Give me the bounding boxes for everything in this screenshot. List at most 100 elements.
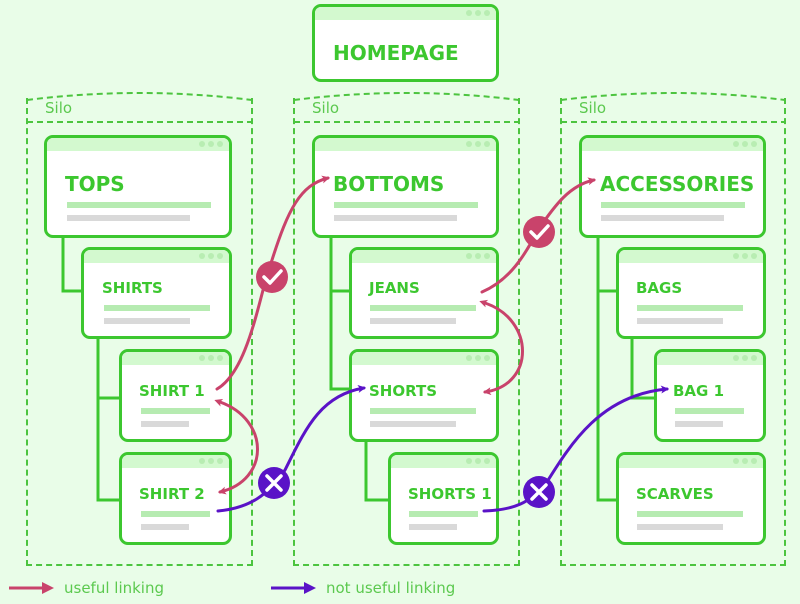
window-dots-icon	[466, 253, 490, 259]
silo-accessories-roof	[560, 92, 786, 101]
window-dots-icon	[466, 10, 490, 16]
category-card-bottoms: BOTTOMS	[312, 135, 499, 238]
check-icon	[523, 216, 555, 248]
window-dots-icon	[466, 458, 490, 464]
text-placeholder-line	[637, 511, 743, 517]
text-placeholder-line	[141, 408, 210, 414]
text-placeholder-line	[67, 202, 211, 208]
text-placeholder-line	[409, 524, 457, 530]
window-dots-icon	[199, 355, 223, 361]
connector-bottoms-shorts	[329, 291, 351, 391]
subcategory-card-shirts: SHIRTS	[81, 247, 232, 339]
page-card-shirt-2: SHIRT 2	[119, 452, 232, 545]
connector-tops-shirts	[61, 236, 83, 293]
window-bar	[619, 250, 763, 263]
text-placeholder-line	[370, 421, 456, 427]
page-card-shorts: SHORTS	[349, 349, 499, 442]
window-bar	[47, 138, 229, 151]
window-dots-icon	[733, 141, 757, 147]
category-card-accessories: ACCESSORIES	[579, 135, 766, 238]
link-shirt1-bottoms	[215, 175, 330, 391]
card-title: SHORTS	[369, 382, 438, 400]
text-placeholder-line	[601, 215, 724, 221]
text-placeholder-line	[370, 318, 456, 324]
window-bar	[352, 250, 496, 263]
window-bar	[315, 7, 496, 20]
window-bar	[582, 138, 763, 151]
silo-label: Silo	[579, 99, 607, 117]
card-title: BAG 1	[673, 382, 725, 400]
window-bar	[122, 352, 229, 365]
useful-arrow-icon	[9, 582, 54, 594]
x-icon	[258, 467, 290, 499]
silo-accessories	[560, 98, 786, 566]
window-dots-icon	[466, 141, 490, 147]
text-placeholder-line	[370, 408, 476, 414]
connector-accessories-scarves	[596, 291, 618, 502]
text-placeholder-line	[334, 202, 478, 208]
window-bar	[391, 455, 496, 468]
text-placeholder-line	[370, 305, 476, 311]
text-placeholder-line	[67, 215, 190, 221]
page-card-bag-1: BAG 1	[654, 349, 766, 442]
text-placeholder-line	[675, 408, 744, 414]
text-placeholder-line	[675, 421, 723, 427]
page-card-shorts-1: SHORTS 1	[388, 452, 499, 545]
connector-shirts-pages	[96, 337, 120, 502]
silo-label: Silo	[312, 99, 340, 117]
not-useful-arrow-icon	[271, 582, 316, 594]
text-placeholder-line	[141, 421, 189, 427]
card-title: TOPS	[65, 172, 125, 196]
subcategory-card-bags: BAGS	[616, 247, 766, 339]
card-title: BOTTOMS	[333, 172, 445, 196]
homepage-card: HOMEPAGE	[312, 4, 499, 82]
window-bar	[315, 138, 496, 151]
card-title: SCARVES	[636, 485, 714, 503]
connector-shorts-shorts1	[364, 440, 390, 502]
text-placeholder-line	[141, 511, 210, 517]
window-bar	[619, 455, 763, 468]
card-title: SHORTS 1	[408, 485, 492, 503]
text-placeholder-line	[637, 318, 723, 324]
text-placeholder-line	[141, 524, 189, 530]
card-title: SHIRT 1	[139, 382, 205, 400]
window-dots-icon	[199, 253, 223, 259]
page-card-scarves: SCARVES	[616, 452, 766, 545]
card-title: JEANS	[369, 279, 420, 297]
window-dots-icon	[733, 458, 757, 464]
link-jeans-shorts	[479, 299, 524, 396]
window-bar	[84, 250, 229, 263]
text-placeholder-line	[601, 202, 745, 208]
card-title: ACCESSORIES	[600, 172, 755, 196]
text-placeholder-line	[637, 305, 743, 311]
window-bar	[657, 352, 763, 365]
legend-not-useful: not useful linking	[270, 579, 455, 597]
text-placeholder-line	[334, 215, 457, 221]
window-dots-icon	[199, 141, 223, 147]
legend-not-useful-label: not useful linking	[326, 579, 456, 597]
check-icon	[256, 261, 288, 293]
link-shirt1-shirt2	[214, 398, 259, 495]
card-title: SHIRT 2	[139, 485, 205, 503]
homepage-title: HOMEPAGE	[333, 41, 459, 65]
window-dots-icon	[733, 253, 757, 259]
text-placeholder-line	[409, 511, 478, 517]
link-shorts1-bag1	[482, 385, 669, 513]
subcategory-card-jeans: JEANS	[349, 247, 499, 339]
silo-label: Silo	[45, 99, 73, 117]
x-icon	[523, 476, 555, 508]
legend-useful: useful linking	[8, 579, 164, 597]
card-title: BAGS	[636, 279, 683, 297]
text-placeholder-line	[637, 524, 723, 530]
page-card-shirt-1: SHIRT 1	[119, 349, 232, 442]
silo-tops-roof	[26, 92, 253, 101]
text-placeholder-line	[104, 318, 190, 324]
category-card-tops: TOPS	[44, 135, 232, 238]
silo-bottoms-roof	[293, 92, 520, 101]
window-dots-icon	[733, 355, 757, 361]
link-shirt2-shorts	[216, 384, 366, 513]
card-title: SHIRTS	[102, 279, 163, 297]
text-placeholder-line	[104, 305, 210, 311]
legend-useful-label: useful linking	[64, 579, 164, 597]
